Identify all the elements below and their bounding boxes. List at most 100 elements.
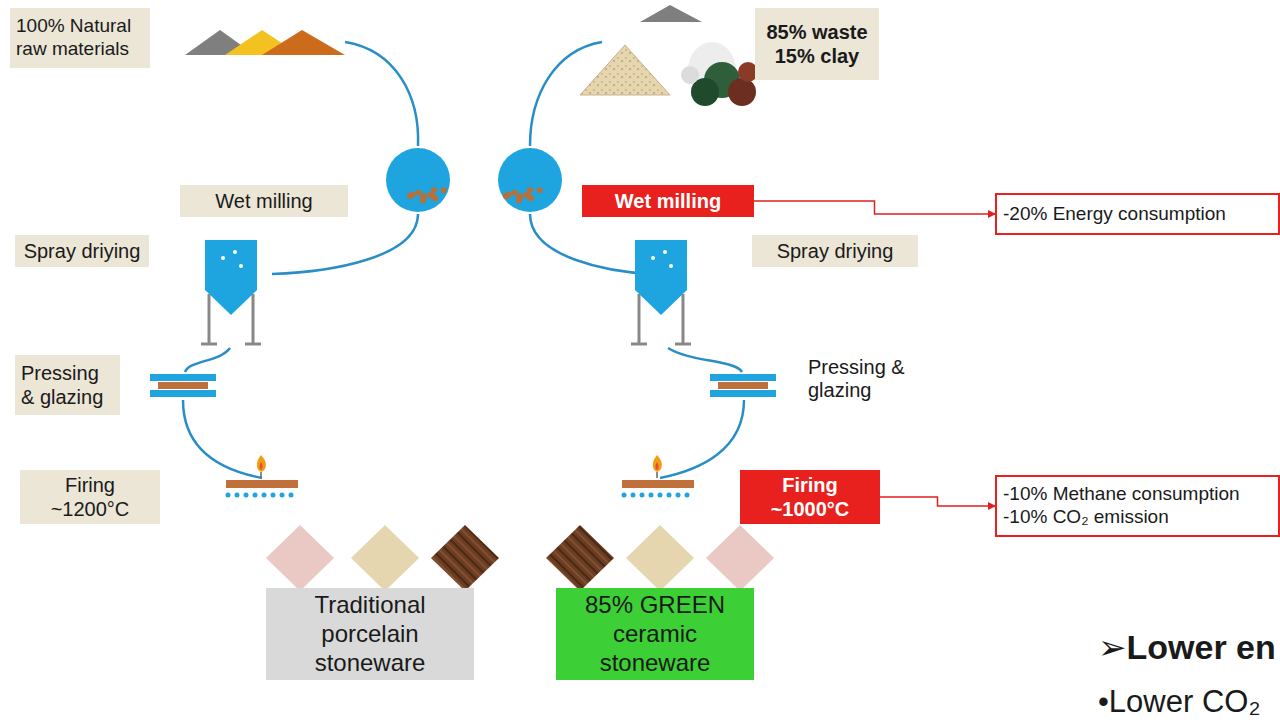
process-flow-line [185, 348, 230, 372]
node-text: 100% Natural raw materials [16, 15, 144, 61]
input-box: 100% Natural raw materials [10, 8, 150, 68]
kiln-flame [226, 480, 298, 488]
input-box: 85% waste 15% clay [755, 8, 879, 80]
burner-dots [280, 493, 285, 498]
waste-materials [580, 45, 670, 95]
node-text: Spray driying [777, 239, 894, 263]
mill-balls [512, 190, 518, 196]
spray-dryer [663, 250, 667, 254]
burner-dots [658, 493, 663, 498]
spray-dryer [239, 264, 243, 268]
product-box: 85% GREEN ceramic stoneware [556, 588, 754, 680]
node-text: 85% GREEN ceramic stoneware [562, 591, 748, 677]
process-box: Wet milling [180, 185, 348, 217]
spray-dryer [669, 264, 673, 268]
spray-dryer [635, 240, 687, 315]
burner-dots [649, 493, 654, 498]
raw-material-piles [185, 30, 345, 55]
node-text: Firing ~1200°C [26, 473, 154, 521]
burner-dots [667, 493, 672, 498]
callout-connector [880, 497, 995, 506]
process-flow-line [183, 400, 262, 478]
waste-materials [681, 66, 699, 84]
spray-dryer [245, 343, 261, 346]
mill-balls [421, 193, 427, 199]
spray-dryer [221, 256, 225, 260]
kiln-flame [260, 462, 263, 470]
press [150, 374, 776, 397]
spray-dryer [201, 240, 261, 345]
mill-balls [441, 187, 447, 193]
press [158, 382, 208, 389]
process-flow-line [668, 348, 742, 372]
highlight-process-box: Firing ~1000°C [740, 470, 880, 524]
mill-balls [503, 193, 509, 199]
callout-connector [754, 201, 995, 214]
process-flow-line [530, 214, 652, 274]
bullet-heading: ➢Lower en [1098, 628, 1276, 667]
node-text: Traditional porcelain stoneware [272, 591, 468, 677]
ceramic-tile [266, 525, 334, 591]
kiln-flame [257, 455, 266, 472]
press [150, 390, 216, 397]
process-label: Pressing & glazing [808, 356, 912, 402]
burner-dots [622, 493, 627, 498]
spray-dryer [631, 343, 647, 346]
spray-dryer [651, 256, 655, 260]
burner-dots [226, 493, 231, 498]
burner-dots [685, 493, 690, 498]
spray-dryer [201, 240, 691, 345]
kiln-flame [622, 480, 694, 488]
press [710, 390, 776, 397]
press [150, 374, 216, 381]
mill-balls [430, 193, 436, 199]
process-box: Spray driying [752, 235, 918, 267]
product-box: Traditional porcelain stoneware [266, 588, 474, 680]
benefit-callout: -10% Methane consumption-10% CO₂ emissio… [995, 475, 1280, 537]
node-text: Wet milling [615, 189, 721, 213]
burner-dots [235, 493, 240, 498]
burner-dots [676, 493, 681, 498]
ceramic-tile [706, 525, 774, 591]
process-flow-line [183, 42, 744, 478]
spray-dryer [631, 240, 691, 345]
kiln-flame [226, 455, 694, 488]
spray-dryer [201, 343, 217, 346]
spray-dryer [638, 294, 641, 345]
burner-dots [226, 493, 690, 498]
mill-balls [407, 187, 543, 204]
burner-dots [640, 493, 645, 498]
kiln-flame [656, 462, 659, 470]
node-text: -10% Methane consumption [1003, 483, 1240, 506]
waste-materials [728, 78, 756, 106]
node-text: -10% CO₂ emission [1003, 506, 1169, 529]
kiln-flame [656, 472, 658, 478]
node-text: Pressing & glazing [21, 361, 114, 409]
mill-balls [517, 193, 523, 199]
highlight-process-box: Wet milling [582, 185, 754, 217]
process-box: Firing ~1200°C [20, 470, 160, 524]
ceramic-tile [546, 525, 614, 591]
burner-dots [289, 493, 294, 498]
burner-dots [262, 493, 267, 498]
burner-dots [631, 493, 636, 498]
burner-dots [244, 493, 249, 498]
process-flow-line [660, 400, 744, 478]
burner-dots [253, 493, 258, 498]
mill-balls [407, 193, 413, 199]
mill-balls [416, 190, 422, 196]
process-box: Spray driying [15, 235, 149, 267]
process-flow-line [345, 42, 418, 146]
benefit-callout: -20% Energy consumption [995, 193, 1280, 235]
spray-dryer [682, 294, 685, 345]
kiln-flame [653, 455, 662, 472]
kiln-flame [260, 472, 262, 478]
mill-balls [537, 187, 543, 193]
mill-balls [526, 193, 532, 199]
ball-mill [498, 148, 562, 212]
spray-dryer [675, 343, 691, 346]
spray-dryer [208, 294, 211, 345]
press [718, 382, 768, 389]
node-text: 85% waste 15% clay [761, 20, 873, 68]
